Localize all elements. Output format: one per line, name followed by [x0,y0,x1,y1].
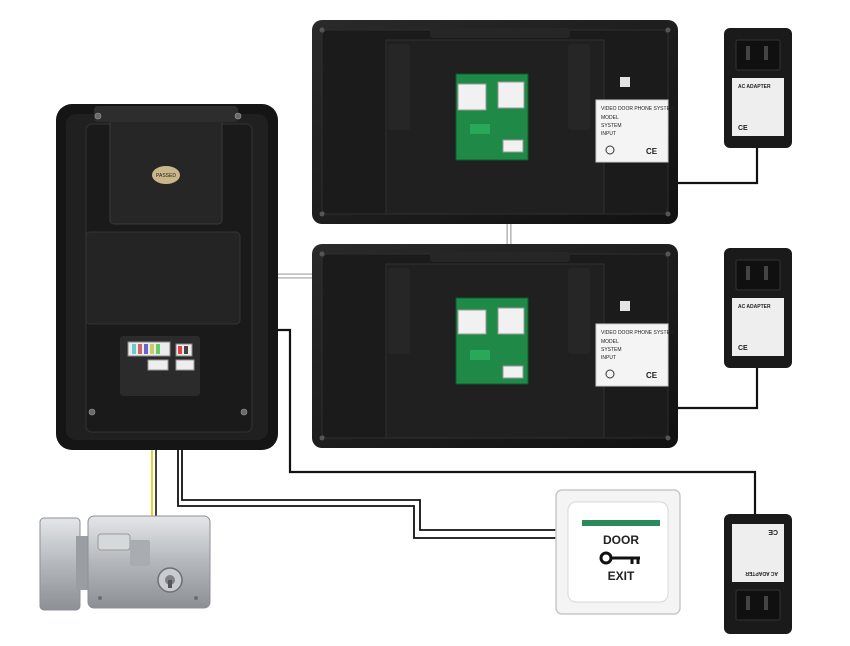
indoor-monitor-bottom: VIDEO DOOR PHONE SYSTEM MODEL SYSTEM INP… [312,244,678,448]
mounting-screws [88,112,248,416]
exit-button-wire [177,361,561,539]
adapter-label-ce: CE [768,528,778,535]
monitor-label-input: INPUT [601,355,616,361]
exit-button: DOOR EXIT [555,489,681,615]
outdoor-unit: PASSED [56,104,278,450]
passed-badge-text: PASSED [156,173,176,179]
exit-button-door-text: DOOR [603,533,639,547]
outdoor-connector-right [175,343,195,371]
monitor-screws [319,251,671,441]
indoor-monitor-top: VIDEO DOOR PHONE SYSTEM MODEL SYSTEM INP… [312,20,678,224]
passed-badge [152,166,180,184]
power-adapter-middle: AC ADAPTER CE [724,248,792,368]
monitor-label-system: SYSTEM [601,347,622,353]
monitor-screws [319,27,671,217]
power-adapter-top: AC ADAPTER CE [724,28,792,148]
monitor-label-title: VIDEO DOOR PHONE SYSTEM [601,330,674,336]
recycle-icon [605,369,615,379]
adapter-label-ce: CE [738,125,748,132]
recycle-icon [605,145,615,155]
power-adapter-bottom: AC ADAPTER CE [724,514,792,634]
adapter-label-title: AC ADAPTER [745,570,778,576]
adapter-label-title: AC ADAPTER [738,84,771,90]
monitor-label-title: VIDEO DOOR PHONE SYSTEM [601,106,674,112]
monitor-label-system: SYSTEM [601,123,622,129]
monitor-label-ce: CE [646,147,658,156]
adapter-label-title: AC ADAPTER [738,304,771,310]
outdoor-connector-left [127,341,171,371]
key-icon [599,551,640,565]
exit-button-exit-text: EXIT [608,569,635,583]
adapter-label-ce: CE [738,345,748,352]
monitor-label-input: INPUT [601,131,616,137]
monitor-label-ce: CE [646,371,658,380]
monitor-label-model: MODEL [601,339,619,345]
electric-lock [39,515,211,611]
monitor-label-model: MODEL [601,115,619,121]
